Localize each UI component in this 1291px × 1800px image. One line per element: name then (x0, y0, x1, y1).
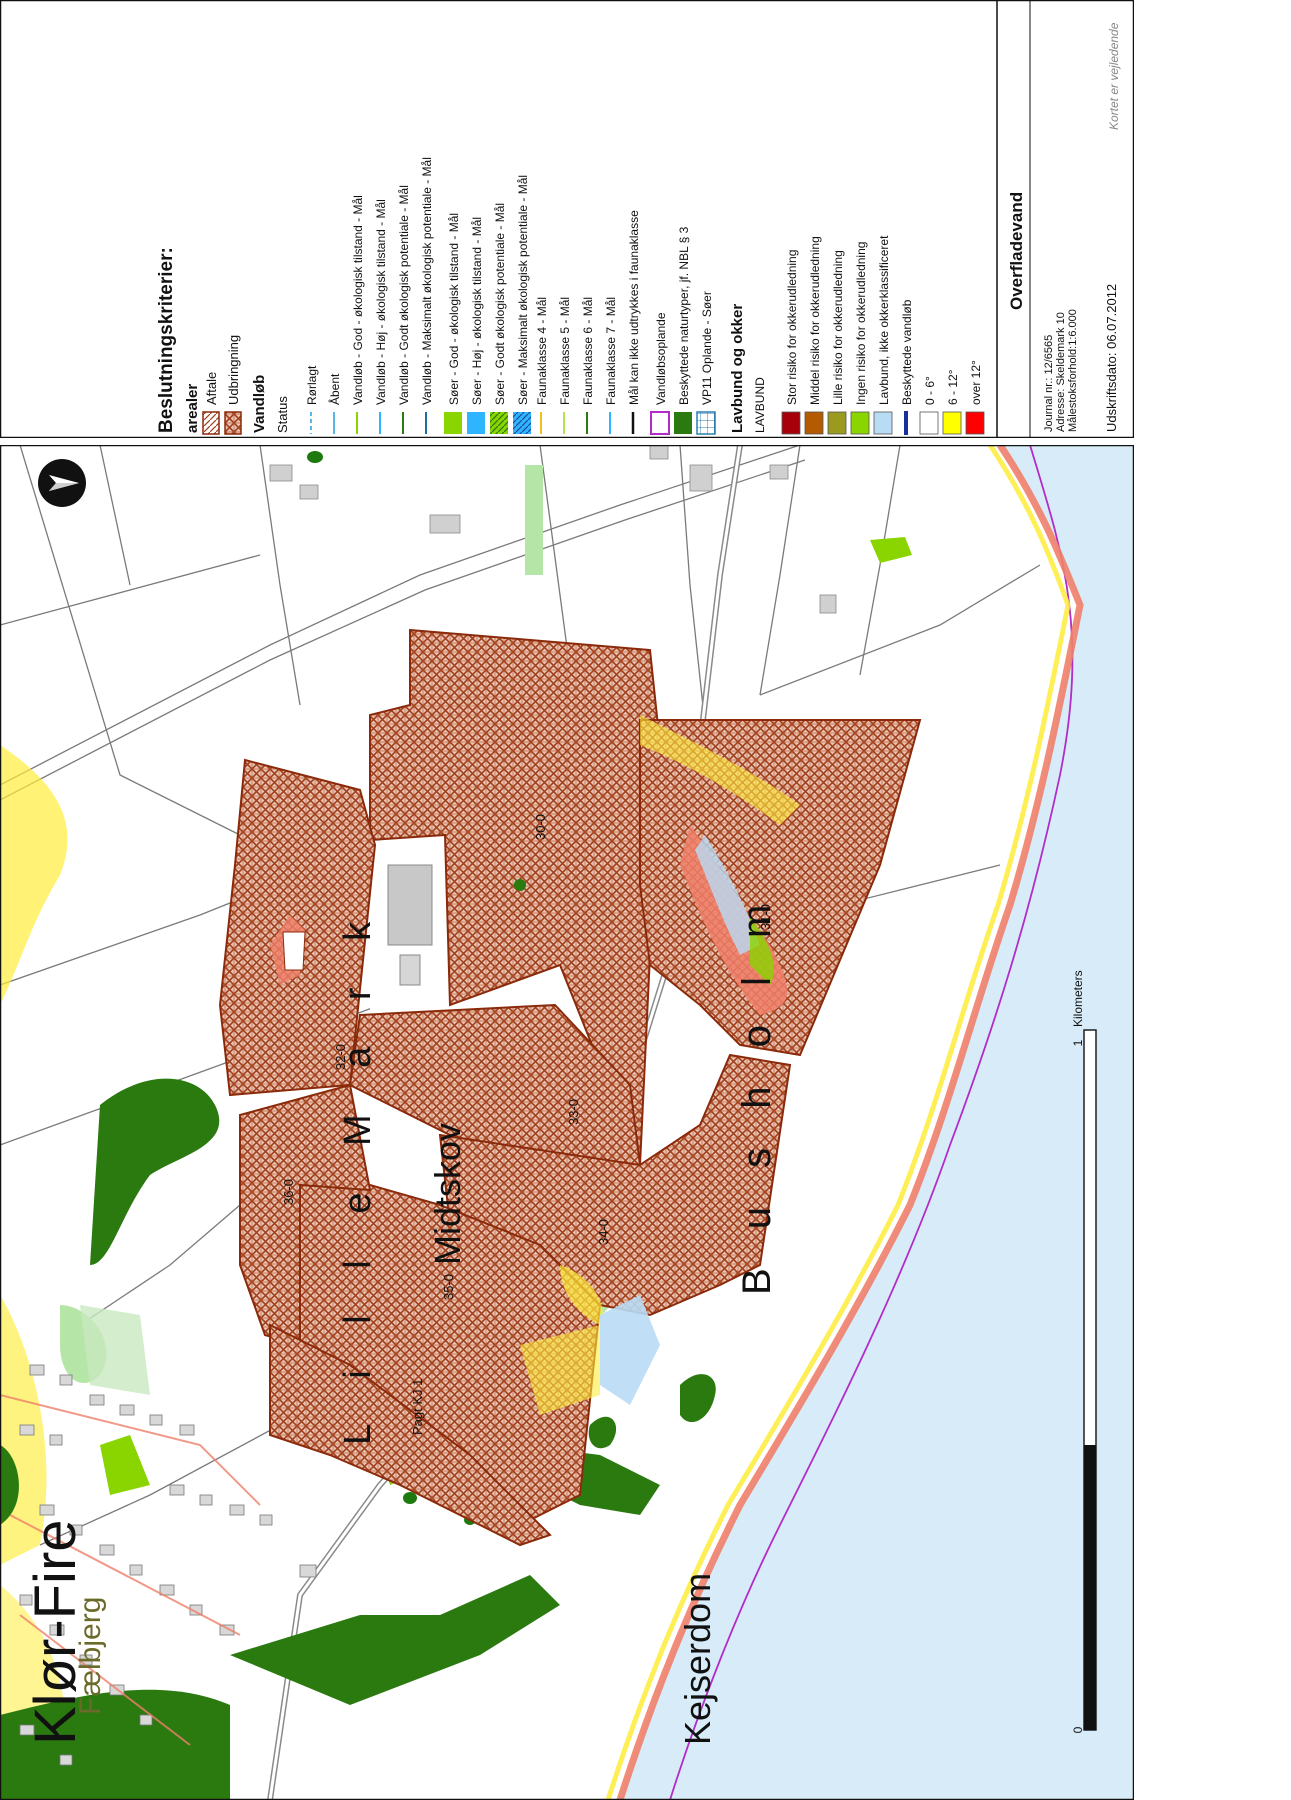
legend-lavbund-2: Lille risiko for okkerudledning (831, 250, 845, 405)
title-block-journal: Journal nr.: 12/6565 (1043, 335, 1055, 432)
scale-bar-end: 1 (1071, 1039, 1085, 1046)
map-panel[interactable]: Klør-Fire Fælbjerg Kejserdom L i l l e M… (0, 445, 1134, 1800)
legend-lavbund-5: Beskyttede vandløb (900, 299, 914, 405)
title-block-scale: Målestoksforhold:1:6.000 (1067, 309, 1079, 432)
title-block-title: Overfladevand (1007, 192, 1026, 310)
scale-bar-start: 0 (1071, 1726, 1085, 1733)
legend-section-vandlob: Vandløb (251, 375, 268, 433)
title-block-note: Kortet er vejledende (1107, 22, 1121, 130)
field-label-31: 31-0 (758, 904, 773, 930)
legend-vandlob-2: Vandløb - God - økologisk tilstand - Mål (351, 195, 365, 405)
legend-lavbund-3: Ingen risiko for okkerudledning (854, 242, 868, 405)
legend-lavbund-7: 6 - 12° (946, 369, 960, 405)
place-label-lille-mark: L i l l e M a r k (337, 904, 379, 1445)
village (19, 1364, 353, 1766)
field-label-34: 34-0 (596, 1219, 611, 1245)
legend-lavbund-8: over 12° (969, 360, 983, 405)
legend-vandlob-6: Søer - God - økologisk tilstand - Mål (447, 213, 461, 405)
legend-lavbund-6: 0 - 6° (923, 376, 937, 405)
legend-vandlob-1: Åbent (327, 373, 342, 405)
legend-vandlob-7: Søer - Høj - økologisk tilstand - Mål (470, 217, 484, 405)
legend-lavbund-1: Middel risiko for okkerudledning (808, 236, 822, 405)
title-block-address: Adresse: Skeldemark 10 (1055, 312, 1067, 432)
legend-vandlob-4: Vandløb - Godt økologisk potentiale - Må… (397, 185, 411, 405)
legend-vandlob-12: Faunaklasse 6 - Mål (581, 297, 595, 405)
legend-lavbund-swatches (781, 411, 985, 435)
field-label-36: 36-0 (281, 1179, 296, 1205)
place-label-busholm: B u s h o l m (735, 891, 779, 1295)
field-label-30: 30-0 (533, 814, 548, 840)
legend-udbringning: Udbringning (226, 335, 241, 405)
scale-bar-unit: Kilometers (1071, 970, 1085, 1027)
natur-patch (90, 1078, 220, 1265)
legend-vandlob-17: VP11 Oplande - Søer (700, 291, 714, 405)
legend-section-arealer: arealer (184, 384, 201, 433)
legend-vandlob-13: Faunaklasse 7 - Mål (604, 297, 618, 405)
legend-vandlob-9: Søer - Maksimalt økologisk potentiale - … (516, 175, 530, 405)
legend-vandlob-8: Søer - Godt økologisk potentiale - Mål (493, 203, 507, 405)
legend-lavbund-0: Stor risiko for okkerudledning (785, 250, 799, 405)
scale-bar: 1 0 Kilometers (1071, 970, 1097, 1733)
legend-vandlob-swatches (310, 411, 716, 435)
place-label-klor-fire: Klør-Fire (23, 1519, 88, 1745)
sea (620, 445, 1134, 1800)
legend-vandlob-15: Vandløbsoplande (654, 312, 668, 405)
legend-panel: Beslutningskriterier: arealer Aftale Udb… (0, 0, 1134, 438)
legend-lavbund-4: Lavbund, ikke okkerklassificeret (877, 235, 891, 405)
legend-vandlob-14: Mål kan ikke udtrykkes i faunaklasse (627, 210, 641, 405)
legend-vandlob-0: Rørlagt (305, 365, 319, 405)
legend-title: Beslutningskriterier: (156, 247, 177, 433)
field-label-33: 33-0 (566, 1099, 581, 1125)
place-label-midtskov: Midtskov (427, 1123, 468, 1265)
field-label-32: 32-0 (333, 1044, 348, 1070)
legend-vandlob-5: Vandløb - Maksimalt økologisk potentiale… (420, 157, 434, 405)
legend-vandlob-11: Faunaklasse 5 - Mål (558, 297, 572, 405)
field-label-pagt: Pagt KJ 1 (410, 1379, 425, 1435)
legend-section-lavbund: Lavbund og okker (729, 304, 746, 433)
field-polygons (218, 628, 922, 1547)
place-label-kejserdom: Kejserdom (677, 1573, 718, 1745)
legend-vandlob-3: Vandløb - Høj - økologisk tilstand - Mål (374, 199, 388, 405)
legend-vandlob-16: Beskyttede naturtyper, jf. NBL § 3 (677, 226, 691, 405)
place-label-faelbjerg: Fælbjerg (74, 1597, 107, 1715)
north-arrow-icon (38, 459, 86, 507)
title-block-print-date: Udskriftsdato: 06.07.2012 (1104, 284, 1119, 432)
legend-vandlob-10: Faunaklasse 4 - Mål (535, 297, 549, 405)
field-label-35: 35-0 (441, 1274, 456, 1300)
legend-lavbund-label: LAVBUND (753, 377, 767, 433)
legend-status: Status (275, 396, 290, 433)
legend-aftale: Aftale (204, 372, 219, 405)
